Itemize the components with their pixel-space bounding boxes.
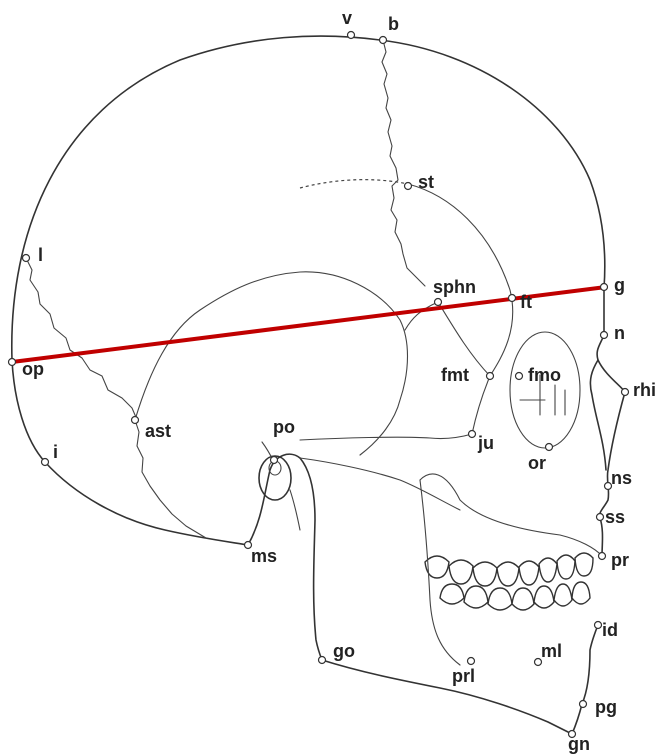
svg-text:pr: pr — [611, 550, 629, 570]
zygomatic-arch-lower — [300, 458, 460, 510]
landmark-l: l — [23, 245, 44, 265]
svg-text:or: or — [528, 453, 546, 473]
lambdoid-suture — [26, 258, 138, 422]
svg-text:pg: pg — [595, 697, 617, 717]
orbit-outline — [510, 332, 580, 448]
sphenoid-line-2 — [405, 302, 438, 330]
svg-text:fmt: fmt — [441, 365, 469, 385]
landmark-ms: ms — [245, 542, 278, 567]
occipital-outline — [12, 360, 248, 545]
landmark-ft: ft — [509, 292, 533, 312]
frankfort-reference-line — [12, 287, 606, 362]
landmark-rhi: rhi — [622, 380, 657, 400]
landmark-v: v — [342, 8, 355, 39]
lower-teeth — [440, 582, 590, 610]
landmark-i: i — [42, 442, 59, 466]
landmark-po: po — [271, 417, 296, 464]
svg-text:ms: ms — [251, 546, 277, 566]
cranial-vault-outline — [12, 36, 605, 360]
landmark-sphn: sphn — [433, 277, 476, 306]
svg-text:st: st — [418, 172, 434, 192]
landmark-ns: ns — [605, 468, 633, 490]
svg-text:b: b — [388, 14, 399, 34]
svg-text:n: n — [614, 323, 625, 343]
frontozygomatic-line — [472, 376, 490, 434]
svg-text:ns: ns — [611, 468, 632, 488]
svg-text:ml: ml — [541, 641, 562, 661]
svg-text:ast: ast — [145, 421, 171, 441]
nasal-outline — [590, 360, 606, 470]
landmark-ju: ju — [469, 431, 495, 454]
svg-text:op: op — [22, 359, 44, 379]
svg-text:ju: ju — [477, 433, 494, 453]
landmark-st: st — [405, 172, 435, 192]
svg-text:fmo: fmo — [528, 365, 561, 385]
maxilla-outline — [420, 474, 602, 556]
landmark-go: go — [319, 641, 356, 664]
coronal-suture — [382, 40, 425, 286]
landmark-pr: pr — [599, 550, 630, 570]
landmarks-layer: v b st l sphn ft g n — [9, 8, 657, 754]
svg-text:sphn: sphn — [433, 277, 476, 297]
svg-text:g: g — [614, 275, 625, 295]
landmark-gn: gn — [568, 731, 590, 755]
svg-text:ft: ft — [520, 292, 532, 312]
landmark-fmt: fmt — [441, 365, 494, 385]
svg-text:po: po — [273, 417, 295, 437]
landmark-b: b — [380, 14, 400, 44]
svg-text:i: i — [53, 442, 58, 462]
upper-teeth — [425, 553, 593, 586]
svg-text:ss: ss — [605, 507, 625, 527]
svg-text:go: go — [333, 641, 355, 661]
landmark-id: id — [595, 620, 619, 640]
svg-text:id: id — [602, 620, 618, 640]
svg-text:rhi: rhi — [633, 380, 656, 400]
svg-text:v: v — [342, 8, 352, 28]
svg-text:gn: gn — [568, 734, 590, 754]
svg-text:l: l — [38, 245, 43, 265]
svg-text:prl: prl — [452, 666, 475, 686]
mastoid-inner-line — [290, 490, 300, 530]
landmark-ml: ml — [535, 641, 563, 666]
landmark-fmo: fmo — [516, 365, 562, 385]
ear-canal-icon — [259, 442, 291, 500]
squamosal-suture — [135, 272, 408, 455]
landmark-pg: pg — [580, 697, 618, 717]
zygomatic-arch — [300, 434, 472, 440]
